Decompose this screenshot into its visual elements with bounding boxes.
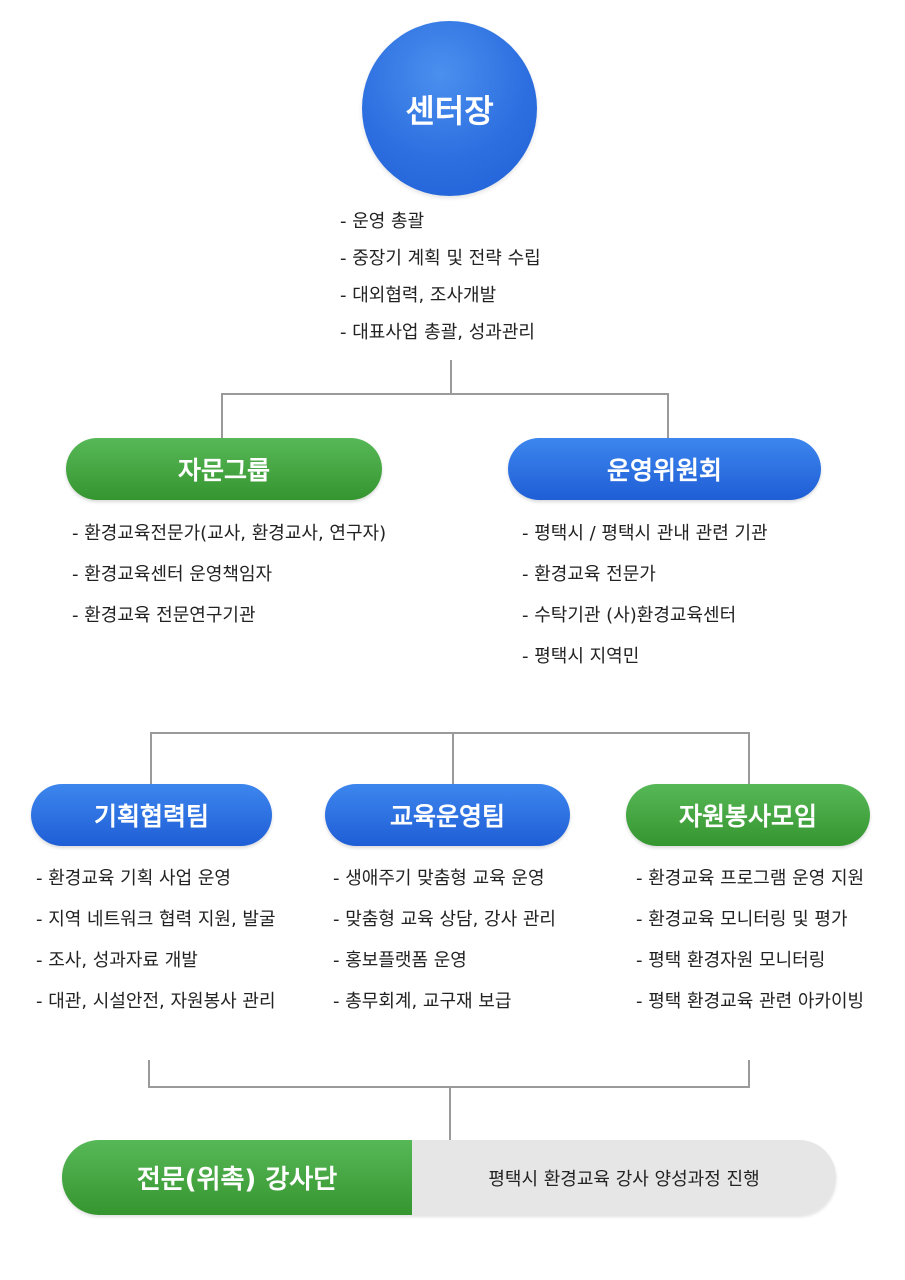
connector-bottom-left-drop bbox=[148, 1060, 150, 1087]
list-item: - 대관, 시설안전, 자원봉사 관리 bbox=[36, 991, 276, 1012]
connector-to-planning bbox=[150, 732, 152, 784]
list-item: - 평택 환경교육 관련 아카이빙 bbox=[636, 991, 865, 1012]
instructors-description: 평택시 환경교육 강사 양성과정 진행 bbox=[412, 1140, 836, 1215]
list-item: - 맞춤형 교육 상담, 강사 관리 bbox=[333, 909, 556, 930]
list-item: - 지역 네트워크 협력 지원, 발굴 bbox=[36, 909, 276, 930]
connector-center-down bbox=[450, 360, 452, 394]
list-item: - 조사, 성과자료 개발 bbox=[36, 950, 198, 971]
connector-to-instructors bbox=[449, 1086, 451, 1140]
list-item: - 홍보플랫폼 운영 bbox=[333, 950, 467, 971]
list-item: - 대표사업 총괄, 성과관리 bbox=[340, 322, 535, 343]
list-item: - 평택시 지역민 bbox=[522, 646, 640, 667]
education-team-list: - 생애주기 맞춤형 교육 운영 - 맞춤형 교육 상담, 강사 관리 - 홍보… bbox=[333, 858, 556, 1022]
planning-team-list: - 환경교육 기획 사업 운영 - 지역 네트워크 협력 지원, 발굴 - 조사… bbox=[36, 858, 276, 1022]
list-item: - 총무회계, 교구재 보급 bbox=[333, 991, 512, 1012]
volunteer-group-title: 자원봉사모임 bbox=[678, 802, 817, 831]
connector-bottom-right-drop bbox=[748, 1060, 750, 1087]
list-item: - 환경교육센터 운영책임자 bbox=[72, 564, 273, 585]
planning-team-node: 기획협력팀 bbox=[31, 784, 272, 846]
connector-to-volunteer bbox=[748, 732, 750, 784]
volunteer-group-list: - 환경교육 프로그램 운영 지원 - 환경교육 모니터링 및 평가 - 평택 … bbox=[636, 858, 864, 1022]
connector-top-horizontal bbox=[221, 393, 669, 395]
connector-to-advisory bbox=[221, 393, 223, 438]
list-item: - 중장기 계획 및 전략 수립 bbox=[340, 248, 541, 269]
center-director-title: 센터장 bbox=[405, 91, 494, 130]
steering-committee-node: 운영위원회 bbox=[508, 438, 821, 500]
steering-committee-list: - 평택시 / 평택시 관내 관련 기관 - 환경교육 전문가 - 수탁기관 (… bbox=[522, 513, 768, 677]
education-team-node: 교육운영팀 bbox=[325, 784, 570, 846]
list-item: - 대외협력, 조사개발 bbox=[340, 285, 497, 306]
center-director-node: 센터장 bbox=[362, 21, 537, 196]
center-duties-list: - 운영 총괄 - 중장기 계획 및 전략 수립 - 대외협력, 조사개발 - … bbox=[340, 203, 541, 351]
list-item: - 수탁기관 (사)환경교육센터 bbox=[522, 605, 737, 626]
instructors-node: 전문(위촉) 강사단 평택시 환경교육 강사 양성과정 진행 bbox=[62, 1140, 836, 1215]
list-item: - 환경교육 기획 사업 운영 bbox=[36, 868, 231, 889]
connector-mid-horizontal bbox=[150, 732, 750, 734]
instructors-title: 전문(위촉) 강사단 bbox=[62, 1140, 412, 1215]
volunteer-group-node: 자원봉사모임 bbox=[626, 784, 870, 846]
list-item: - 운영 총괄 bbox=[340, 211, 425, 232]
advisory-group-node: 자문그룹 bbox=[66, 438, 382, 500]
list-item: - 평택시 / 평택시 관내 관련 기관 bbox=[522, 523, 768, 544]
connector-to-education bbox=[452, 732, 454, 784]
list-item: - 환경교육 전문연구기관 bbox=[72, 605, 256, 626]
list-item: - 평택 환경자원 모니터링 bbox=[636, 950, 826, 971]
list-item: - 환경교육 모니터링 및 평가 bbox=[636, 909, 848, 930]
list-item: - 생애주기 맞춤형 교육 운영 bbox=[333, 868, 545, 889]
list-item: - 환경교육전문가(교사, 환경교사, 연구자) bbox=[72, 523, 387, 544]
advisory-group-list: - 환경교육전문가(교사, 환경교사, 연구자) - 환경교육센터 운영책임자 … bbox=[72, 513, 386, 636]
education-team-title: 교육운영팀 bbox=[389, 802, 505, 831]
steering-committee-title: 운영위원회 bbox=[606, 456, 722, 485]
list-item: - 환경교육 프로그램 운영 지원 bbox=[636, 868, 865, 889]
advisory-group-title: 자문그룹 bbox=[177, 456, 270, 485]
connector-to-committee bbox=[667, 393, 669, 438]
planning-team-title: 기획협력팀 bbox=[93, 802, 209, 831]
list-item: - 환경교육 전문가 bbox=[522, 564, 656, 585]
